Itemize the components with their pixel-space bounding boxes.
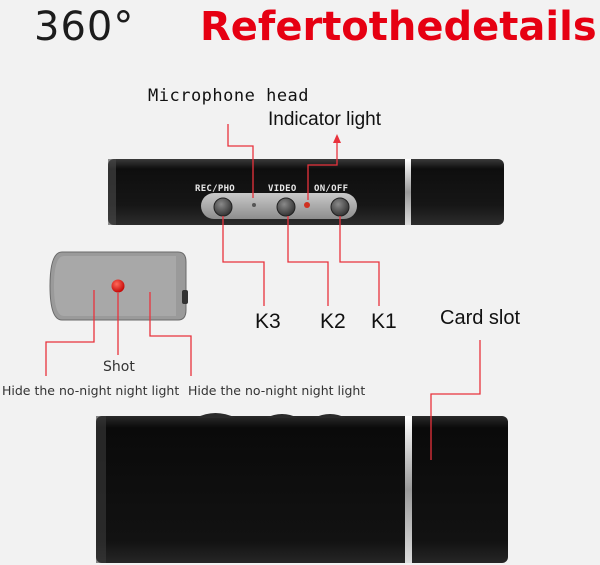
indicator-light-label: Indicator light xyxy=(268,109,382,130)
k1-label: K1 xyxy=(371,310,397,333)
card-slot-label: Card slot xyxy=(440,307,521,329)
on-off-label: ON/OFF xyxy=(314,184,349,194)
k2-label: K2 xyxy=(320,310,346,333)
microphone-head-label: Microphone head xyxy=(148,86,310,106)
page-title: Refertothedetails xyxy=(200,4,597,50)
callout-lines xyxy=(45,124,481,460)
bottom-body-ring xyxy=(405,416,412,563)
camera-lens xyxy=(111,279,125,293)
hide-night-light-left-label: Hide the no-night night light xyxy=(2,383,180,398)
rec-pho-label: REC/PHO xyxy=(195,184,236,194)
top-body-ring xyxy=(405,159,411,225)
indicator-light xyxy=(304,202,310,208)
title-prefix: 360° xyxy=(34,4,135,50)
indicator-arrow xyxy=(333,134,341,143)
hide-night-light-right-label: Hide the no-night night light xyxy=(188,383,366,398)
microphone-hole xyxy=(252,203,256,207)
k3-label: K3 xyxy=(255,310,281,333)
camera-head xyxy=(49,251,188,321)
shot-label: Shot xyxy=(103,359,135,375)
video-button xyxy=(276,197,296,217)
top-device-body xyxy=(108,159,504,225)
rec-pho-button xyxy=(213,197,233,217)
bottom-device-body xyxy=(96,413,508,563)
video-label: VIDEO xyxy=(268,184,297,194)
camera-head-clip xyxy=(182,290,188,304)
on-off-button xyxy=(330,197,350,217)
